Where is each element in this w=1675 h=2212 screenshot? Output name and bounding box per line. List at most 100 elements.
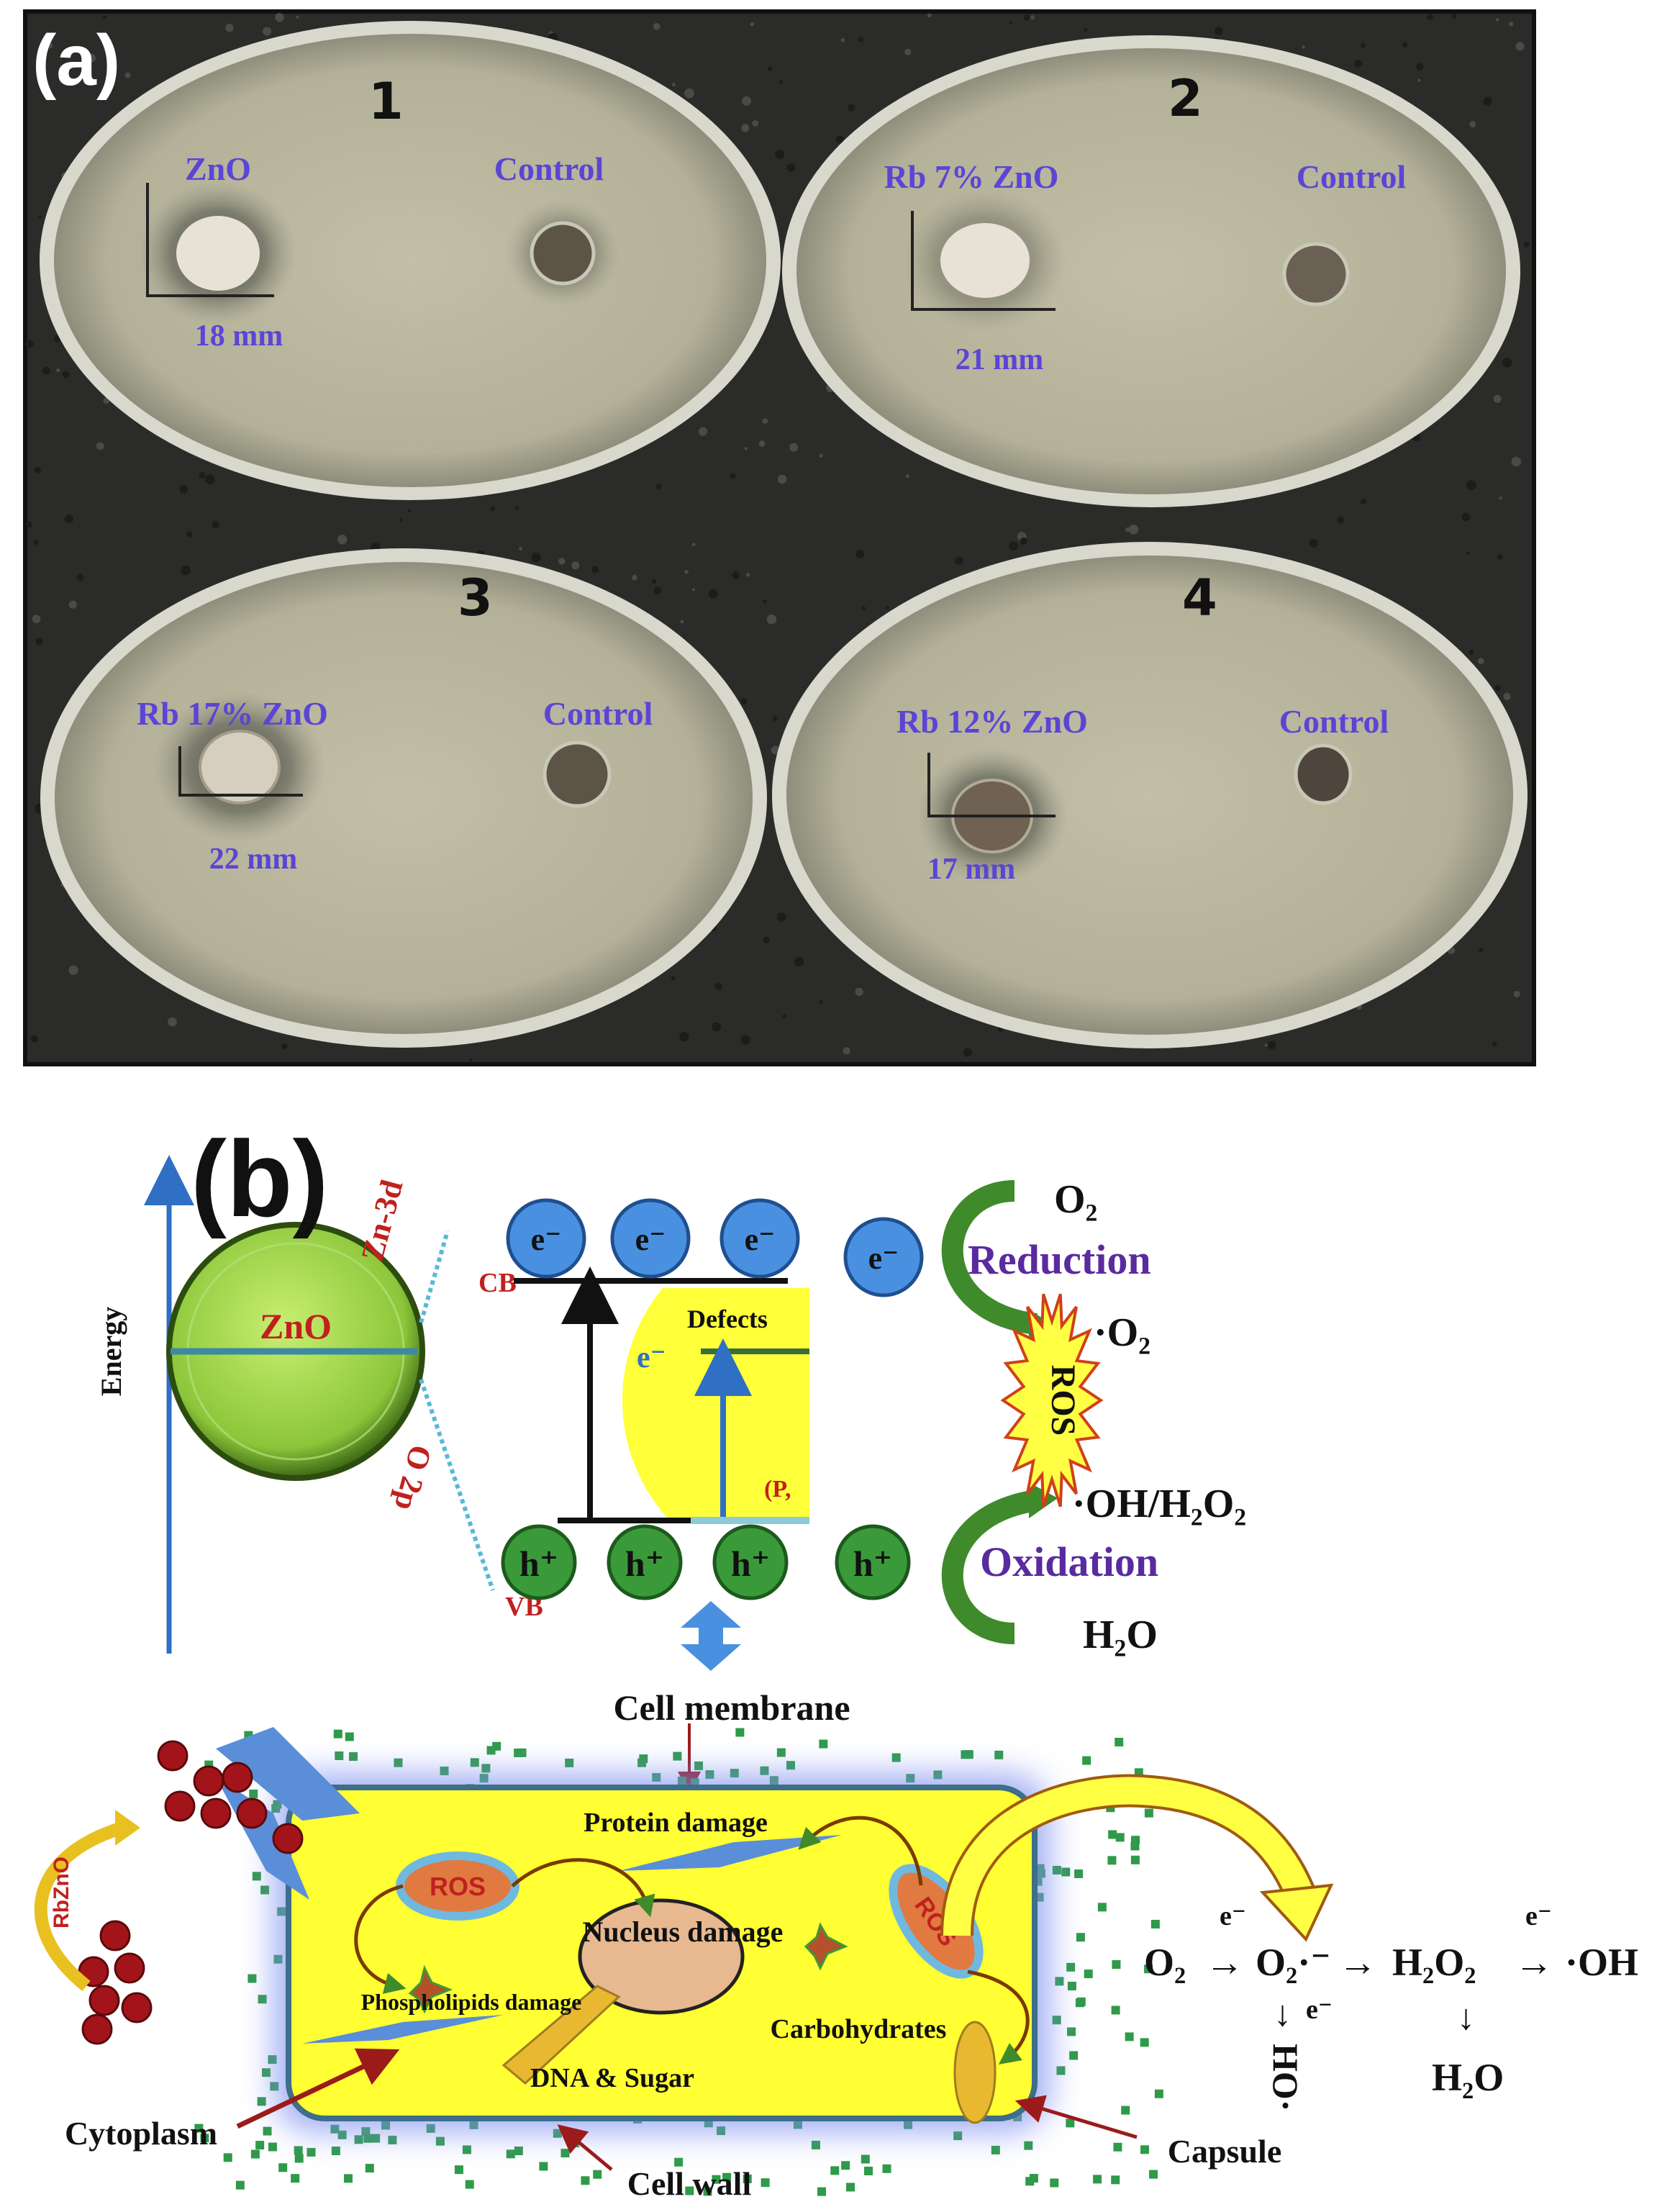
electron: e⁻ <box>506 1198 586 1279</box>
capsule-dot <box>1066 1962 1076 1972</box>
texture-speck <box>684 569 689 574</box>
capsule-dot <box>891 1753 901 1762</box>
texture-speck <box>750 22 755 27</box>
capsule-dot <box>819 1739 828 1749</box>
carbohydrate-shape <box>953 2021 997 2124</box>
texture-speck <box>905 474 909 479</box>
damage-star <box>408 1964 453 2014</box>
ros-to-protein-arrow <box>798 1816 923 1886</box>
rbzno-particle <box>81 2013 113 2045</box>
texture-speck <box>1215 27 1223 35</box>
capsule-dot <box>388 2135 397 2144</box>
ros-to-nucleus-arrow <box>511 1858 655 1918</box>
texture-speck <box>1466 480 1476 491</box>
capsule-dot <box>1130 1841 1140 1851</box>
texture-speck <box>296 15 299 19</box>
texture-speck <box>1417 78 1421 82</box>
svg-text:h⁺: h⁺ <box>853 1544 892 1584</box>
dna-shape <box>501 1985 621 2085</box>
eq-hoo: HO· <box>1266 2044 1306 2111</box>
texture-speck <box>1264 1043 1268 1047</box>
texture-speck <box>789 443 799 452</box>
reduction-arrow <box>941 1180 1038 1335</box>
capsule-dot <box>1111 2175 1120 2185</box>
capsule-dot <box>703 2187 712 2196</box>
texture-speck <box>1499 497 1502 500</box>
capsule-dot <box>1115 1738 1124 1747</box>
texture-speck <box>740 698 748 705</box>
control-disc <box>1282 242 1350 307</box>
capsule-dot <box>760 1766 769 1775</box>
texture-speck <box>691 543 696 547</box>
texture-speck <box>1502 358 1512 368</box>
eq-arrow: → <box>1205 1941 1244 1984</box>
ros-label: ROS <box>1044 1365 1082 1436</box>
capsule-dot <box>486 1746 496 1755</box>
texture-speck <box>32 615 41 624</box>
capsule-dot <box>674 2157 684 2167</box>
svg-text:e⁻: e⁻ <box>635 1222 666 1257</box>
capsule-dot <box>694 1761 704 1770</box>
texture-speck <box>819 1000 823 1004</box>
texture-speck <box>531 552 541 563</box>
texture-speck <box>776 912 786 922</box>
o2p-label: O 2p <box>387 1441 438 1514</box>
capsule-dot <box>841 2161 850 2170</box>
capsule-dot <box>345 1732 354 1741</box>
texture-speck <box>124 72 131 78</box>
texture-speck <box>1469 649 1474 656</box>
rbzno-particle <box>272 1823 304 1854</box>
sample-label: Rb 17% ZnO <box>137 695 328 732</box>
capsule-dot <box>294 2146 303 2155</box>
texture-speck <box>205 474 215 485</box>
texture-speck <box>1461 512 1471 522</box>
oxidation-arrow <box>941 1490 1038 1644</box>
defect-electron: e⁻ <box>637 1341 666 1374</box>
capsule-dot <box>639 1754 648 1764</box>
zone-diameter: 21 mm <box>955 343 1043 376</box>
texture-speck <box>1009 21 1012 24</box>
texture-speck <box>855 987 863 997</box>
petri-dish-3: 3 Rb 17% ZnO Control 22 mm <box>40 548 767 1048</box>
cell-wall-label: Cell wall <box>627 2165 751 2202</box>
zone-diameter: 17 mm <box>927 853 1015 886</box>
texture-speck <box>30 1035 38 1043</box>
entry-shape <box>216 1727 360 1821</box>
capsule-dot <box>539 2162 548 2171</box>
texture-speck <box>1513 990 1520 998</box>
texture-speck <box>1515 42 1525 51</box>
capsule-dot <box>235 2180 245 2190</box>
capsule-dot <box>1113 2142 1122 2152</box>
svg-text:h⁺: h⁺ <box>625 1544 664 1584</box>
dish-number: 3 <box>458 568 493 627</box>
capsule-dot <box>1140 2038 1149 2047</box>
texture-speck <box>591 566 599 574</box>
texture-speck <box>771 745 780 755</box>
svg-text:h⁺: h⁺ <box>519 1544 558 1584</box>
texture-speck <box>730 473 736 479</box>
capsule-dot <box>514 2147 523 2156</box>
texture-speck <box>1451 14 1457 19</box>
svg-text:e⁻: e⁻ <box>531 1222 562 1257</box>
protein-damage-label: Protein damage <box>584 1808 768 1838</box>
texture-speck <box>34 466 41 474</box>
texture-speck <box>745 573 750 577</box>
rbzno-particle <box>114 1952 145 1984</box>
texture-speck <box>835 135 845 144</box>
cb-dotted-line <box>419 1230 450 1323</box>
control-label: Control <box>1297 158 1407 195</box>
texture-speck <box>777 474 787 484</box>
texture-speck <box>653 22 661 30</box>
electron: e⁻ <box>610 1198 691 1279</box>
scale-bar <box>146 183 274 297</box>
cytoplasm-shape <box>302 2015 504 2044</box>
capsule-dot <box>1076 1933 1085 1942</box>
hole: h⁺ <box>835 1524 911 1600</box>
capsule-dot <box>1050 2178 1059 2188</box>
texture-speck <box>1503 692 1511 700</box>
capsule-dot <box>761 2178 770 2188</box>
zn3d-label: Zn-3d <box>354 1176 409 1265</box>
texture-speck <box>758 440 766 447</box>
sample-label: ZnO <box>185 150 251 187</box>
